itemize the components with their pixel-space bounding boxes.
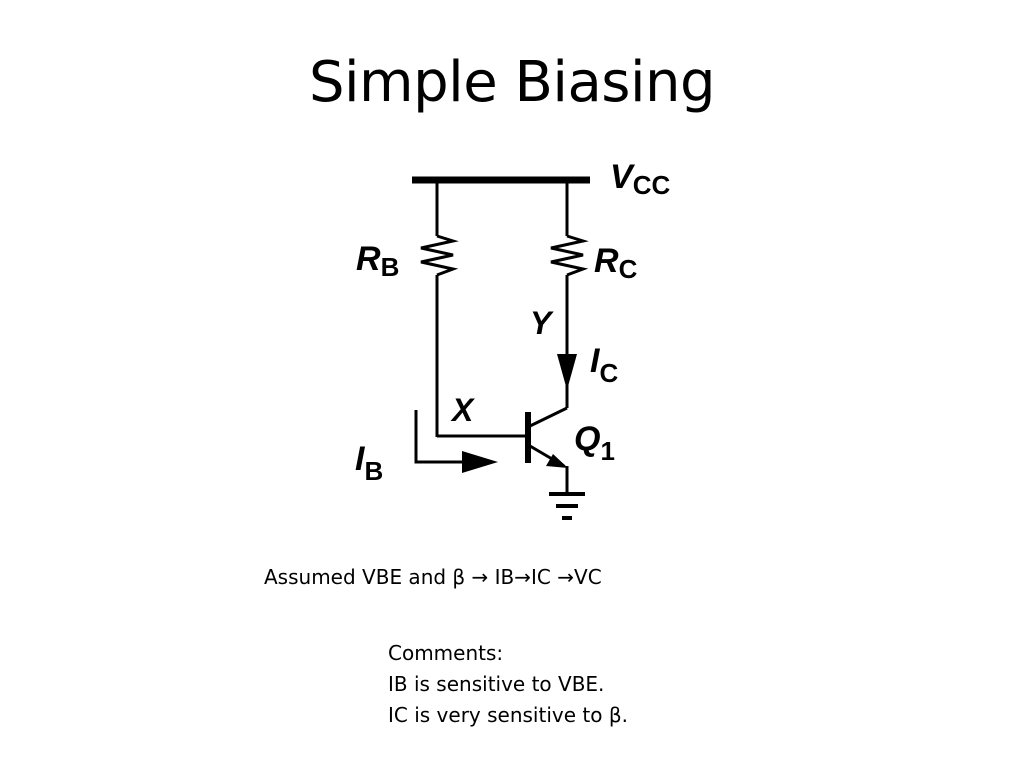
ib-arrow-line [414,410,468,464]
summary-text: Assumed VBE and β → IB→IC →VC [264,565,602,589]
vcc-label: VCC [610,158,670,200]
ib-arrow-head [462,451,498,473]
rb-label: RB [356,240,399,282]
node-y-label: Y [530,305,554,341]
ib-label: IB [355,440,383,486]
emitter-arrow-head [546,454,568,468]
node-x-label: X [450,392,475,428]
comment-line: IC is very sensitive to β. [388,703,628,727]
q1-label: Q1 [574,420,615,466]
rc-resistor [550,234,589,277]
slide-title: Simple Biasing [308,50,716,115]
ic-arrow-head [557,354,577,390]
comment-line: IB is sensitive to VBE. [388,672,605,696]
comments-block: Comments: IB is sensitive to VBE. IC is … [388,638,628,731]
rc-label: RC [594,242,638,284]
rb-resistor [420,234,459,277]
ic-label: IC [590,342,618,388]
transistor-collector [529,406,568,428]
comments-heading: Comments: [388,641,504,665]
